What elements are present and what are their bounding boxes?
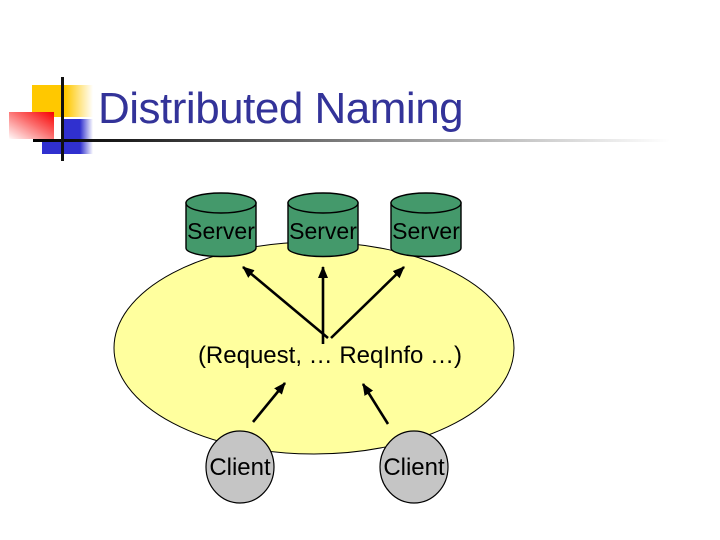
server-cylinder-2-body (287, 202, 359, 258)
client-2-label: Client (383, 454, 445, 481)
server-cylinder-1-top (185, 192, 257, 214)
server-cylinder-2 (287, 192, 359, 258)
server-cylinder-3 (390, 192, 462, 258)
slide-title: Distributed Naming (98, 84, 464, 133)
server-1-label: Server (187, 218, 255, 244)
title-underline-rule (33, 139, 670, 142)
server-cylinder-3-top (390, 192, 462, 214)
client-1-label: Client (209, 454, 271, 481)
server-cylinder-3-body (390, 202, 462, 258)
arrow-from-client-1 (251, 382, 287, 423)
server-3-label: Server (392, 218, 460, 244)
server-cylinder-1-body (185, 202, 257, 258)
decoration-red-gradient-square (9, 112, 54, 139)
client-circle-1 (205, 430, 275, 504)
decoration-blue-square-lower (42, 142, 62, 154)
server-cylinder-1 (185, 192, 257, 258)
arrow-from-client-2 (361, 383, 390, 425)
arrow-to-server-1 (242, 266, 329, 339)
client-circle-2 (379, 430, 449, 504)
decoration-vertical-line (61, 77, 64, 161)
server-2-label: Server (289, 218, 357, 244)
server-cylinder-2-top (287, 192, 359, 214)
request-message-label: (Request, … ReqInfo …) (197, 342, 463, 369)
decoration-blue-gradient-square (62, 119, 93, 154)
arrow-to-server-3 (330, 266, 405, 339)
